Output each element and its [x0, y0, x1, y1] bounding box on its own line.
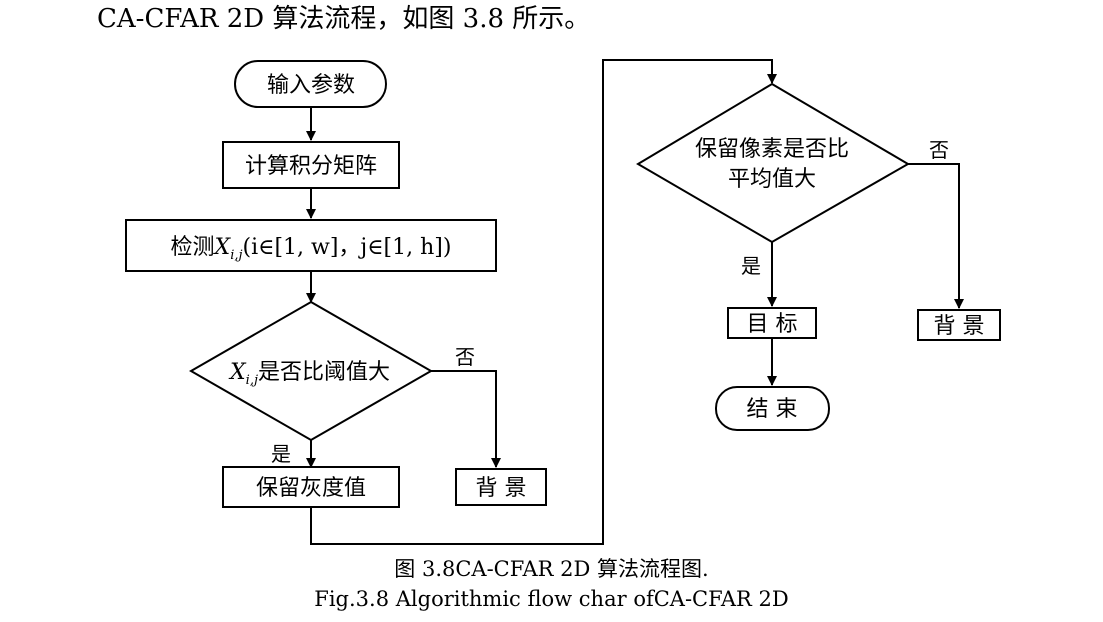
decision2-yes-label: 是	[741, 254, 761, 278]
detect-prefix: 检测	[171, 235, 215, 260]
start-terminator	[234, 60, 387, 108]
edge-decision1-background	[431, 370, 501, 468]
decision2-label-line2: 平均值大	[728, 167, 816, 192]
target-label: 目 标	[747, 312, 798, 337]
target-box	[727, 307, 817, 339]
decision2-label-line1: 保留像素是否比	[695, 137, 849, 162]
average-decision	[636, 82, 910, 244]
caption-chinese: 图 3.8CA-CFAR 2D 算法流程图.	[394, 557, 709, 581]
end-terminator	[715, 386, 830, 431]
decision1-text: 是否比阈值大	[258, 360, 390, 385]
end-label: 结 束	[747, 397, 798, 422]
detect-variable: X	[213, 235, 232, 260]
decision1-yes-label: 是	[271, 442, 291, 466]
decision1-label: Xi,j是否比阈值大	[228, 360, 390, 388]
detect-range: (i∈[1, w]，j∈[1, h])	[243, 235, 452, 260]
decision2-no-label: 否	[929, 138, 949, 162]
decision1-variable: X	[228, 360, 247, 385]
background-label-2: 背 景	[934, 314, 985, 339]
intro-paragraph: CA-CFAR 2D 算法流程，如图 3.8 所示。	[97, 4, 591, 34]
threshold-decision	[188, 300, 434, 442]
decision1-no-label: 否	[455, 345, 475, 369]
caption-english: Fig.3.8 Algorithmic flow char ofCA-CFAR …	[314, 587, 789, 611]
background-label-1: 背 景	[476, 476, 527, 501]
decision1-subscript: i,j	[246, 373, 258, 388]
detect-subscript: i,j	[230, 248, 242, 263]
keep-gray-box	[222, 466, 400, 508]
background-box-2	[917, 309, 1001, 341]
edge-keep-decision2	[310, 59, 777, 545]
detect-box	[125, 219, 497, 272]
integral-box	[222, 141, 400, 189]
background-box-1	[455, 468, 547, 506]
integral-label: 计算积分矩阵	[245, 154, 377, 179]
detect-label: 检测Xi,j(i∈[1, w]，j∈[1, h])	[171, 235, 452, 263]
input-label: 输入参数	[267, 73, 355, 98]
edge-decision2-background	[908, 163, 964, 309]
keep-gray-label: 保留灰度值	[256, 476, 366, 501]
